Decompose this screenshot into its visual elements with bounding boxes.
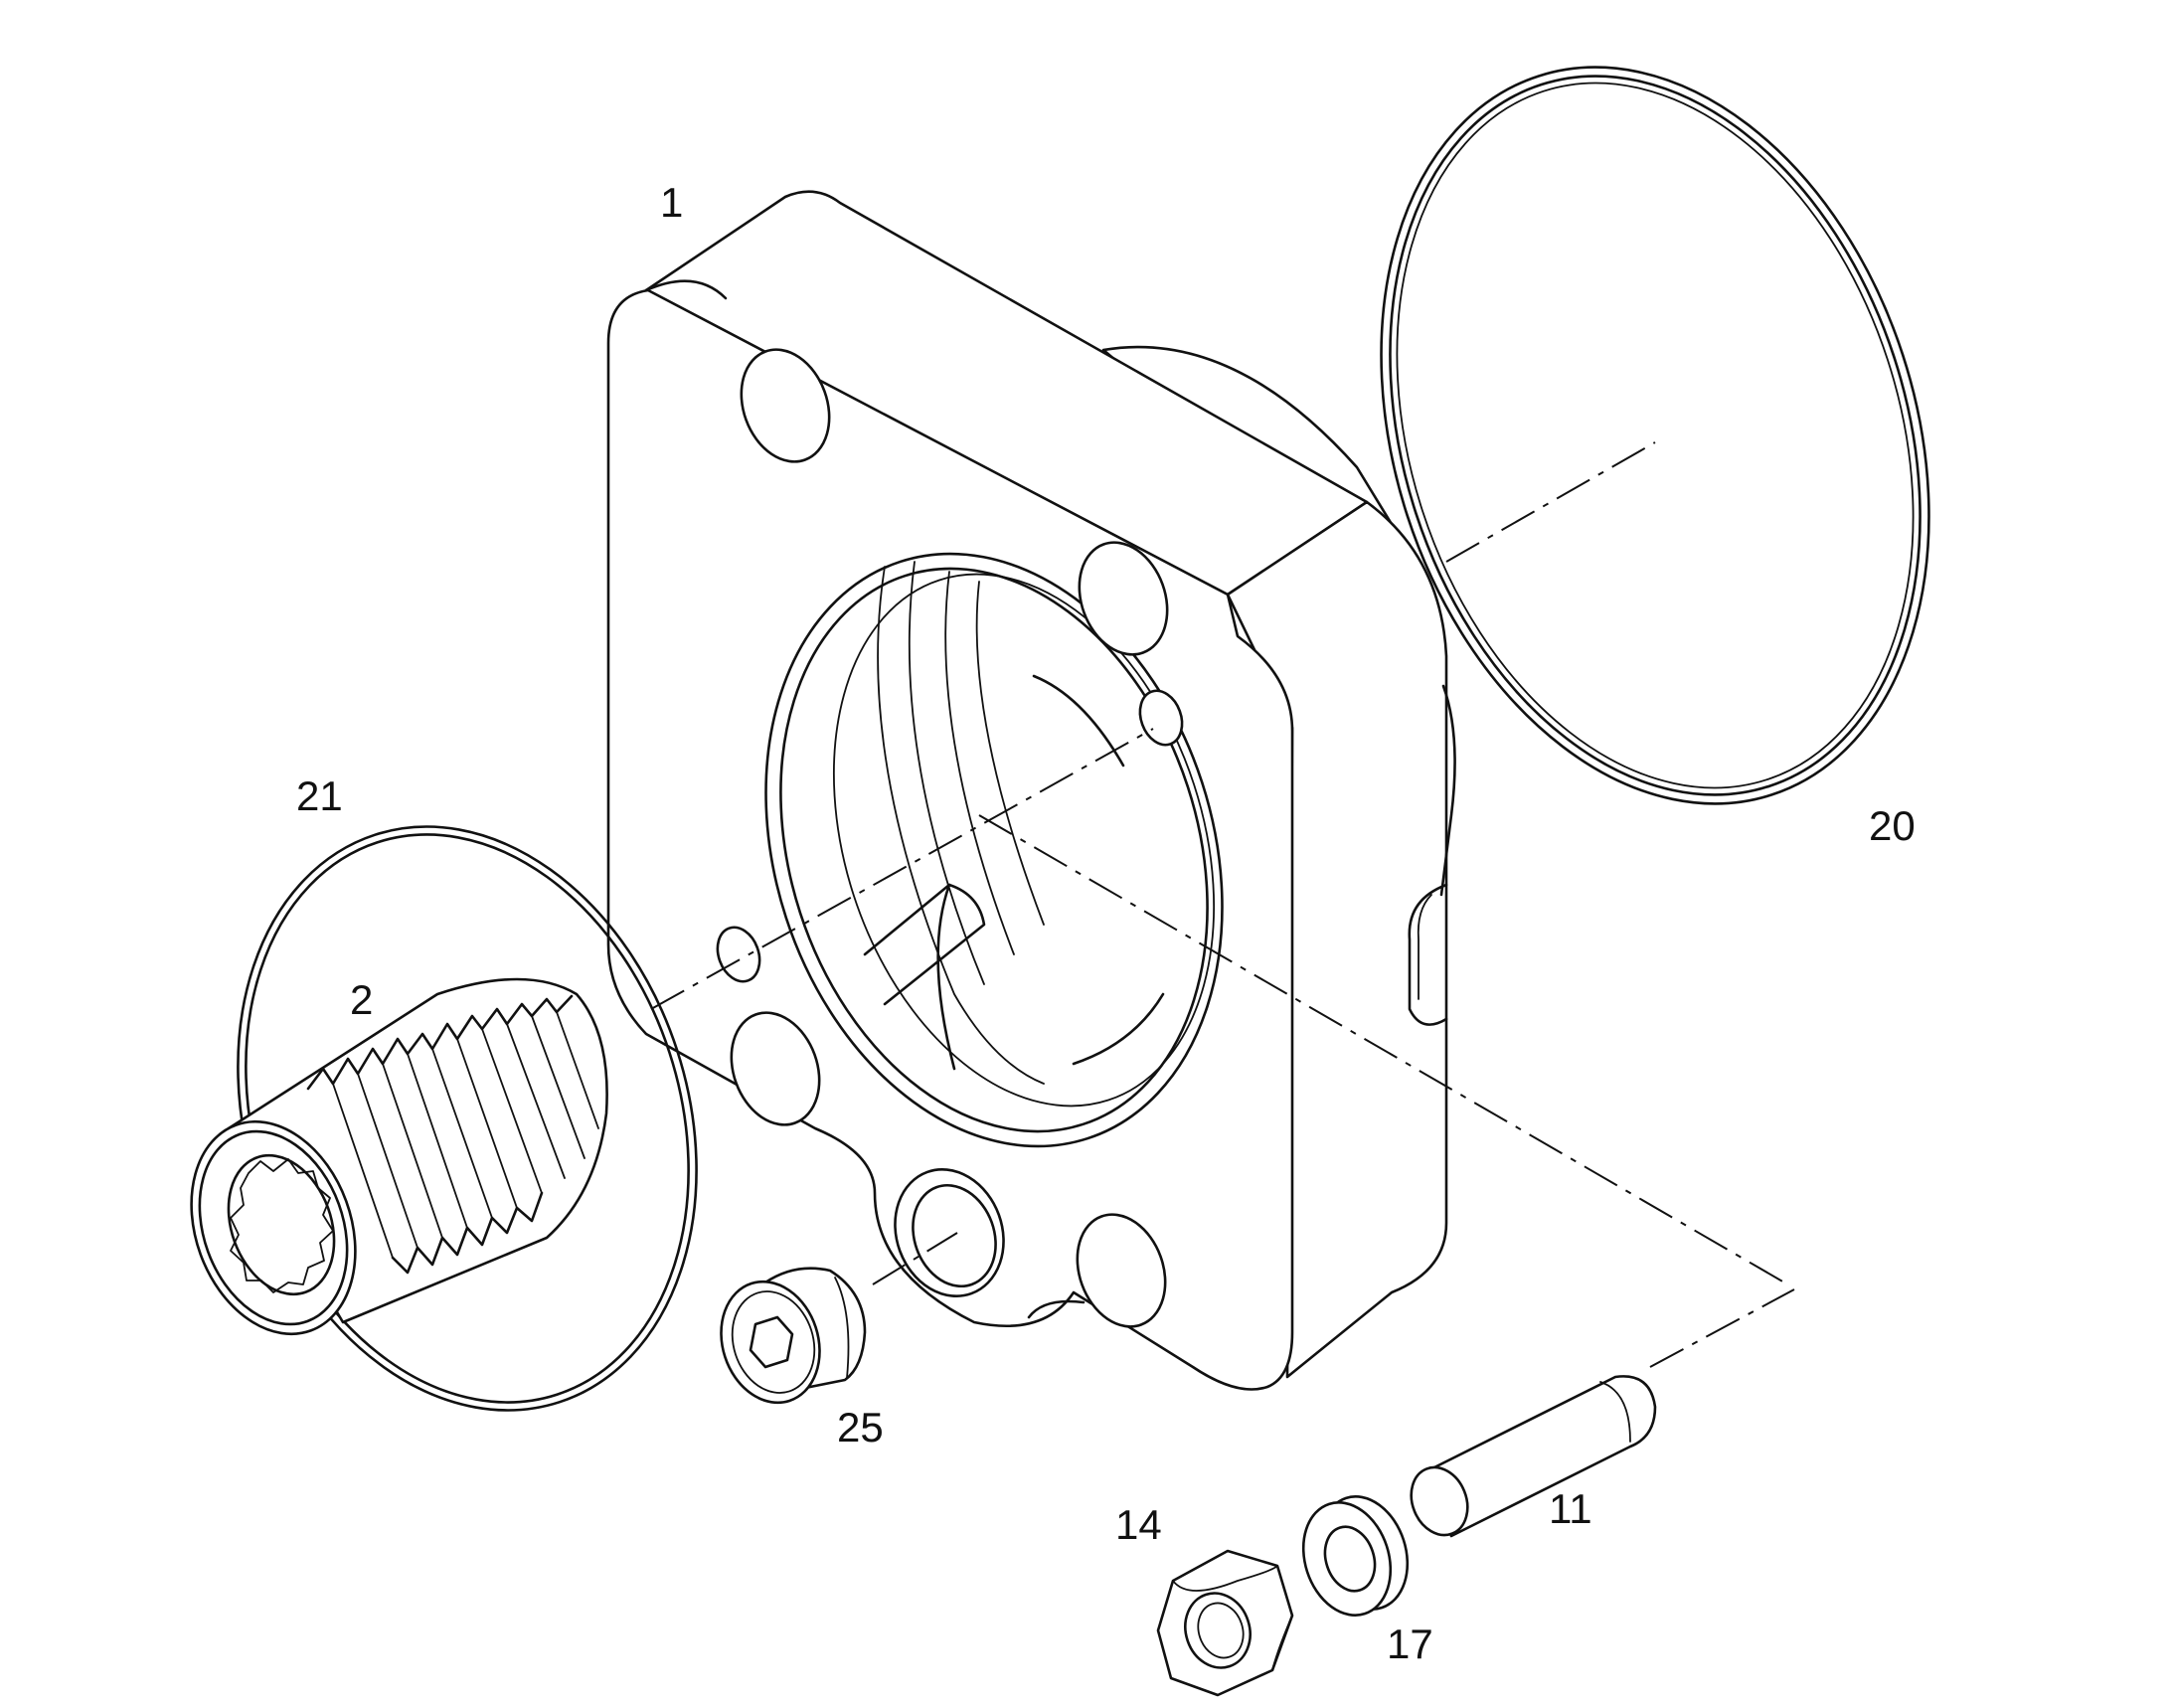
callout-1: 1 <box>660 179 683 226</box>
dowel-pin <box>1410 1375 1657 1538</box>
callout-25: 25 <box>837 1404 884 1451</box>
hex-nut <box>1156 1549 1294 1697</box>
callout-20: 20 <box>1869 802 1916 849</box>
housing <box>606 190 1456 1391</box>
washer <box>1301 1495 1410 1617</box>
callout-21: 21 <box>296 772 343 819</box>
callout-17: 17 <box>1387 1621 1433 1667</box>
callout-2: 2 <box>350 976 373 1023</box>
callout-14: 14 <box>1115 1501 1162 1548</box>
splined-hub <box>190 977 608 1336</box>
center-axes <box>650 441 1795 1368</box>
plug-screw <box>720 1267 867 1405</box>
large-o-ring <box>1380 66 1930 805</box>
callout-11: 11 <box>1549 1485 1592 1532</box>
